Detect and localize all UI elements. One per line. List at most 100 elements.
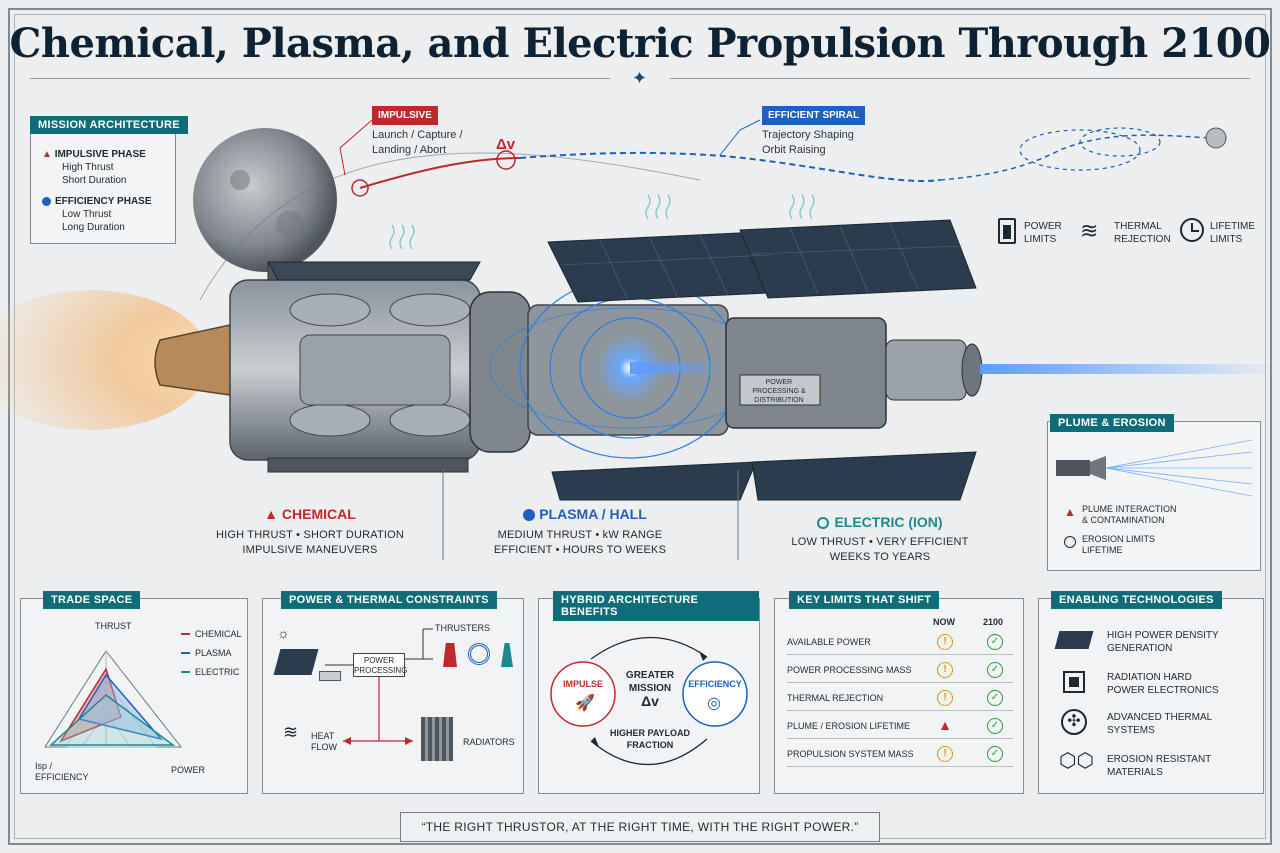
red-triangle-icon: ▲ [264,506,279,522]
impulsive-phase-heading: IMPULSIVE PHASE [54,149,146,160]
trade-space-panel: TRADE SPACE THRUST Isp / EFFICIENCY POWE… [20,591,248,794]
power-thermal-tag: POWER & THERMAL CONSTRAINTS [281,591,497,609]
key-limit-row: PROPULSION SYSTEM MASS!✓ [787,741,1013,767]
power-limits-line2: LIMITS [1024,234,1057,245]
hexagon-material-icon: ⬡⬡ [1059,750,1094,772]
plume-interaction-line2: & CONTAMINATION [1082,515,1165,525]
impulsive-phase-line2: Short Duration [62,175,127,186]
trade-space-tag: TRADE SPACE [43,591,141,609]
battery-icon [998,218,1016,244]
tech-item-power: HIGH POWER DENSITY GENERATION [1107,629,1219,655]
key-limit-row: THERMAL REJECTION! ✓ [787,685,1013,711]
axis-isp-line1: Isp / [35,761,53,771]
key-limit-label: PLUME / EROSION LIFETIME [787,721,911,731]
impulsive-label: IMPULSIVE [372,106,438,125]
heat-flow-label: HEAT FLOW [311,731,337,753]
chemical-desc-line2: IMPULSIVE MANEUVERS [242,544,378,556]
impulsive-line1: Launch / Capture / [372,129,463,141]
enabling-tag: ENABLING TECHNOLOGIES [1051,591,1222,609]
axis-power: POWER [171,765,206,775]
caution-circle-icon: ! [937,690,953,706]
legend-plasma: PLASMA [195,648,232,658]
outer-frame [8,8,1272,845]
legend-swatch-chemical [181,633,190,635]
trade-space-radar [44,650,183,748]
plasma-heading: PLASMA / HALL [495,506,675,522]
caution-circle-icon: ! [937,662,953,678]
erosion-limits-line1: EROSION LIMITS [1082,534,1156,544]
plume-erosion-tag: PLUME & EROSION [1050,414,1174,432]
key-limit-label: POWER PROCESSING MASS [787,665,912,675]
erosion-limits-text: EROSION LIMITS LIFETIME [1082,534,1155,556]
electric-desc-line1: LOW THRUST • VERY EFFICIENT [791,536,969,548]
power-processing-box: POWER PROCESSING [353,653,408,677]
power-limits-line1: POWER [1024,221,1062,232]
legend-swatch-electric [181,671,190,673]
chemical-desc: HIGH THRUST • SHORT DURATION IMPULSIVE M… [210,528,410,558]
legend-chemical: CHEMICAL [195,629,242,639]
chemical-desc-line1: HIGH THRUST • SHORT DURATION [215,529,405,541]
hybrid-tag: HYBRID ARCHITECTURE BENEFITS [553,591,759,621]
tech-thermal-line1: ADVANCED THERMAL [1107,712,1213,723]
power-flow-lines [325,628,433,745]
tech-power-line1: HIGH POWER DENSITY [1107,630,1219,641]
tech-thermal-line2: SYSTEMS [1107,725,1155,736]
caution-circle-icon: ! [937,746,953,762]
heat-waves-icon: ≋ [283,722,299,742]
impulse-label: IMPULSE [562,679,603,689]
power-thermal-panel: POWER & THERMAL CONSTRAINTS ☼ POWER PROC… [262,591,524,794]
mission-architecture-box [30,122,176,244]
lifetime-limits-line1: LIFETIME [1210,221,1256,232]
mission-architecture-tag: MISSION ARCHITECTURE [30,116,188,134]
efficiency-phase-heading: EFFICIENCY PHASE [55,196,152,207]
impulsive-line2: Landing / Abort [372,144,447,156]
plume-interaction-text: PLUME INTERACTION & CONTAMINATION [1082,504,1177,526]
key-limit-label: PROPULSION SYSTEM MASS [787,749,914,759]
key-limit-label: THERMAL REJECTION [787,693,884,703]
spiral-line1: Trajectory Shaping [762,129,854,141]
plume-interaction-line1: PLUME INTERACTION [1082,504,1177,514]
clock-icon [1180,218,1204,242]
electric-desc-line2: WEEKS TO YEARS [829,551,931,563]
check-circle-icon: ✓ [987,662,1003,678]
compass-star-icon: ✦ [632,68,648,88]
lifetime-limits-line2: LIMITS [1210,234,1243,245]
tech-electronics-line1: RADIATION HARD [1107,672,1192,683]
legend-electric: ELECTRIC [195,667,240,677]
tech-power-line2: GENERATION [1107,643,1173,654]
power-limits-label: POWER LIMITS [1024,220,1062,246]
axis-isp: Isp / EFFICIENCY [35,761,89,783]
thermal-rejection-line1: THERMAL [1114,221,1162,232]
thermal-rejection-line2: REJECTION [1114,234,1171,245]
electric-heading-text: ELECTRIC (ION) [834,514,943,530]
radiators-label: RADIATORS [463,737,515,747]
spiral-line2: Orbit Raising [762,144,826,156]
plasma-desc: MEDIUM THRUST • kW RANGE EFFICIENT • HOU… [480,528,680,558]
heat-flow-line2: FLOW [311,742,337,752]
ring-icon [817,517,830,530]
plume-erosion-box [1047,421,1261,571]
caution-circle-icon: ! [937,634,953,650]
plasma-desc-line2: EFFICIENT • HOURS TO WEEKS [493,544,667,556]
efficiency-label: EFFICIENCY [688,679,742,689]
key-limit-label: AVAILABLE POWER [787,637,871,647]
plume-diagram [1056,439,1252,497]
alert-triangle-icon: ▲ [938,717,952,733]
efficiency-phase-line1: Low Thrust [62,209,112,220]
blue-dot-icon [42,196,51,206]
check-circle-icon: ✓ [987,690,1003,706]
chip-icon [1063,671,1085,693]
impulsive-phase-item: ▲ IMPULSIVE PHASE High Thrust Short Dura… [42,148,146,187]
tech-item-electronics: RADIATION HARD POWER ELECTRONICS [1107,671,1219,697]
erosion-limits-line2: LIFETIME [1082,545,1123,555]
battery-pack-icon [319,671,341,681]
efficient-spiral-callout: EFFICIENT SPIRAL Trajectory Shaping Orbi… [762,106,866,158]
moon [193,128,337,272]
tech-item-materials: EROSION RESISTANT MATERIALS [1107,753,1211,779]
heat-waves-icon: ≋ [1080,218,1099,243]
ppu-line2: PROCESSING [354,666,408,675]
legend-swatch-plasma [181,652,190,654]
lifetime-limits-label: LIFETIME LIMITS [1210,220,1255,246]
spacecraft-illustration [0,119,1280,560]
check-circle-icon: ✓ [987,718,1003,734]
